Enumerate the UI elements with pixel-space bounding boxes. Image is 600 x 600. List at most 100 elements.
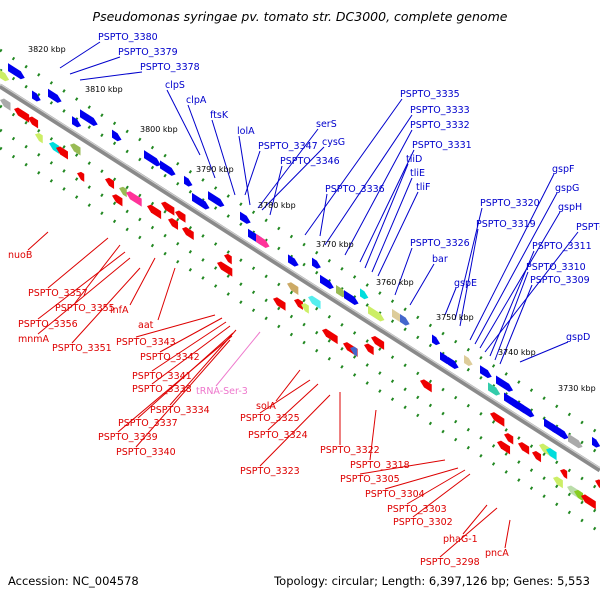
forward-gene [8,63,25,80]
gene-label-tlid: tliD [406,154,422,165]
leader-line [469,173,555,341]
reverse-gene [126,191,142,207]
accession-text: Accession: NC_004578 [8,574,139,588]
gene-label-pspto-3334: PSPTO_3334 [150,405,210,416]
gene-label-pspto-3325: PSPTO_3325 [240,413,300,424]
gene-label-pspto-3303: PSPTO_3303 [387,504,447,515]
forward-gene [72,116,82,128]
gene-label-pspto-3336: PSPTO_3336 [325,184,385,195]
leader-line [267,383,319,431]
reverse-gene [105,177,115,190]
leader-line [269,165,283,216]
gene-label-pspto-3338: PSPTO_3338 [132,384,192,395]
leader-line [304,98,403,236]
reverse-gene [287,282,299,295]
gene-label-pspto-3343: PSPTO_3343 [116,337,176,348]
gene-label-pspto-3326: PSPTO_3326 [410,238,470,249]
reverse-gene [168,218,179,230]
leader-line [74,244,121,304]
leader-line [275,369,301,402]
reverse-gene [0,98,11,111]
leader-line [504,519,511,549]
forward-gene [112,129,122,142]
forward-gene [192,192,210,210]
gene-label-ftsk: ftsK [210,110,229,121]
gene-label-clpa: clpA [186,95,207,106]
gene-label-nuob: nuoB [8,250,32,261]
forward-gene [592,436,600,448]
gene-label-pspto-3305: PSPTO_3305 [340,474,400,485]
gene-label-pspto-3337: PSPTO_3337 [118,418,178,429]
forward-gene [160,160,176,176]
leader-line [37,257,131,335]
reverse-gene [308,295,321,310]
forward-gene [320,274,334,290]
genome-backbone [0,83,600,473]
gene-label-cysg: cysG [322,137,345,148]
leader-line [519,341,569,363]
gene-label-gsph: gspH [558,202,582,213]
leader-line [135,314,216,338]
reverse-gene [504,433,514,445]
reverse-gene [574,489,584,502]
gene-label-pspto-3379: PSPTO_3379 [118,47,178,58]
gene-label-pspto-3380: PSPTO_3380 [98,32,158,43]
gene-label-pspto-3318: PSPTO_3318 [350,460,410,471]
leader-line [157,267,176,321]
reverse-gene [217,261,233,277]
topology-text: Topology: circular; Length: 6,397,126 bp… [274,574,590,588]
gene-label-phag-1: phaG-1 [443,534,478,545]
reverse-gene [182,227,194,240]
reverse-gene [364,343,374,356]
reverse-gene [532,451,542,463]
scale-tick-label: 3790 kbp [196,165,234,174]
scale-tick-label: 3750 kbp [436,313,474,322]
gene-label-gspg: gspG [555,183,579,194]
reverse-gene [224,253,232,265]
forward-gene [256,233,270,248]
leader-line [462,504,488,535]
gene-label-pspto-3346: PSPTO_3346 [280,156,340,167]
forward-gene [240,211,251,224]
gene-blocks [0,63,600,510]
gene-label-pspto-3320: PSPTO_3320 [480,198,540,209]
leader-line [409,263,435,306]
leader-line [384,467,459,490]
scale-tick-label: 3780 kbp [258,201,296,210]
gene-label-pspto-3335: PSPTO_3335 [400,89,460,100]
track-dots-4 [0,128,600,516]
leader-line [79,71,143,81]
scale-tick-label: 3740 kbp [498,348,536,357]
label-leader-lines [27,41,579,558]
gene-label-aat: aat [138,320,154,331]
reverse-gene [322,328,338,345]
leader-line [37,251,126,320]
gene-label-pspto-3341: PSPTO_3341 [132,371,192,382]
leader-line [439,507,498,558]
gene-label-gspe: gspE [454,278,477,289]
gene-label-pspto-3347: PSPTO_3347 [258,141,318,152]
leader-line [244,150,261,196]
reverse-gene [518,442,530,455]
scale-tick-label: 3770 kbp [316,240,354,249]
gene-label-sola: solA [256,401,276,412]
forward-gene [88,114,98,126]
leader-line [211,119,236,196]
track-dots-1 [0,48,600,436]
forward-gene [400,314,410,326]
gene-label-pspto-3333: PSPTO_3333 [410,105,470,116]
leader-line [494,271,529,361]
leader-line [454,207,483,321]
gene-label-pspto-3351: PSPTO_3351 [52,343,112,354]
reverse-gene [560,468,568,479]
leader-line [238,135,251,206]
gene-label-pspto-3324: PSPTO_3324 [248,430,308,441]
reverse-gene [497,440,511,455]
gene-label-pspto-3340: PSPTO_3340 [116,447,176,458]
gene-label-pspto-3357: PSPTO_3357 [28,288,88,299]
gene-label-pspto-3356: PSPTO_3356 [18,319,78,330]
reverse-gene [294,298,303,310]
forward-gene [144,150,161,167]
gene-label-pspto-3309: PSPTO_3309 [530,275,590,286]
